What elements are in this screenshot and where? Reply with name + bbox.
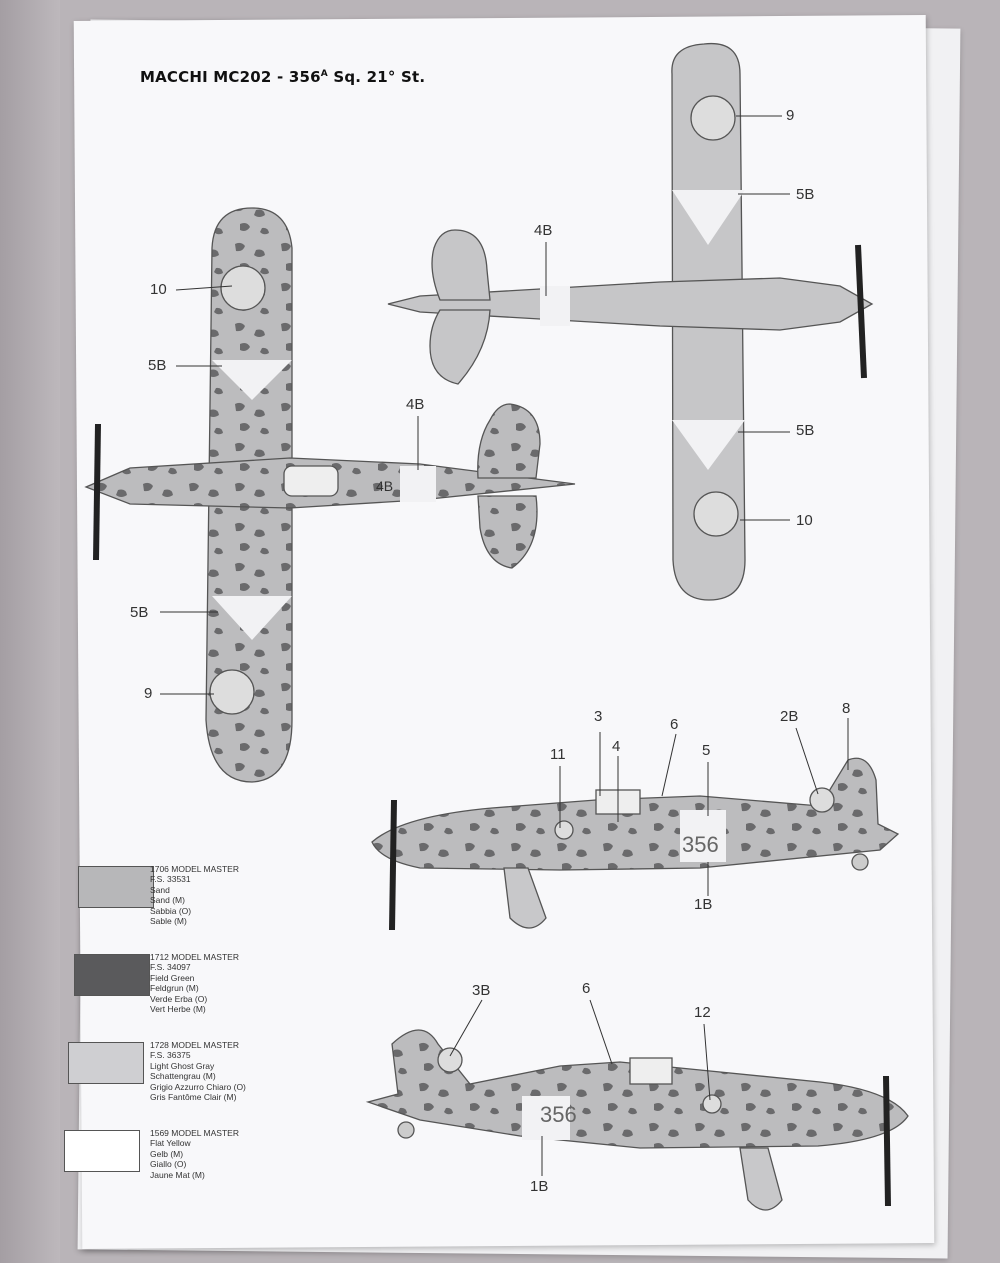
callout-1b-side2: 1B [530, 1178, 549, 1195]
background-table [0, 0, 60, 1263]
swatch-sand [78, 866, 154, 908]
callout-3b: 3B [472, 982, 491, 999]
callout-3: 3 [594, 708, 603, 725]
callout-5: 5 [702, 742, 711, 759]
callout-6-side1: 6 [670, 716, 679, 733]
callout-1b-side1: 1B [694, 896, 713, 913]
callout-10-left: 10 [150, 281, 167, 298]
callout-4b-top: 4B [534, 222, 553, 239]
callout-2b: 2B [780, 708, 799, 725]
plan-view-lower [387, 42, 874, 601]
callout-5b-top-b: 5B [796, 422, 815, 439]
callout-5b-left-b: 5B [130, 604, 149, 621]
swatch-light-ghost-gray [68, 1042, 144, 1084]
callout-5b-top-a: 5B [796, 186, 815, 203]
callout-11: 11 [550, 746, 566, 763]
callout-5b-left-a: 5B [148, 357, 167, 374]
legend-text-field-green: 1712 MODEL MASTER F.S. 34097 Field Green… [150, 952, 239, 1015]
callout-4b-inner: 4B [376, 478, 394, 494]
fuselage-code-right: 356 [540, 1102, 577, 1127]
legend-text-sand: 1706 MODEL MASTER F.S. 33531 Sand Sand (… [150, 864, 239, 927]
fuselage-code-left: 356 [682, 832, 719, 857]
side-view-left [371, 757, 900, 931]
side-view-right [365, 1029, 909, 1211]
callout-9-left: 9 [144, 685, 153, 702]
swatch-field-green [74, 954, 150, 996]
callout-9-top: 9 [786, 107, 795, 124]
callout-4b-left: 4B [406, 396, 425, 413]
legend-text-flat-yellow: 1569 MODEL MASTER Flat Yellow Gelb (M) G… [150, 1128, 239, 1180]
callout-8: 8 [842, 700, 851, 717]
callout-10-top: 10 [796, 512, 813, 529]
callout-12: 12 [694, 1004, 711, 1021]
plan-view-upper [84, 207, 576, 783]
callout-4: 4 [612, 738, 621, 755]
page-title: MACCHI MC202 - 356A Sq. 21° St. [140, 68, 426, 86]
callout-leaders [160, 115, 849, 1176]
callout-6-side2: 6 [582, 980, 591, 997]
legend-text-light-ghost-gray: 1728 MODEL MASTER F.S. 36375 Light Ghost… [150, 1040, 246, 1103]
swatch-flat-yellow [64, 1130, 140, 1172]
